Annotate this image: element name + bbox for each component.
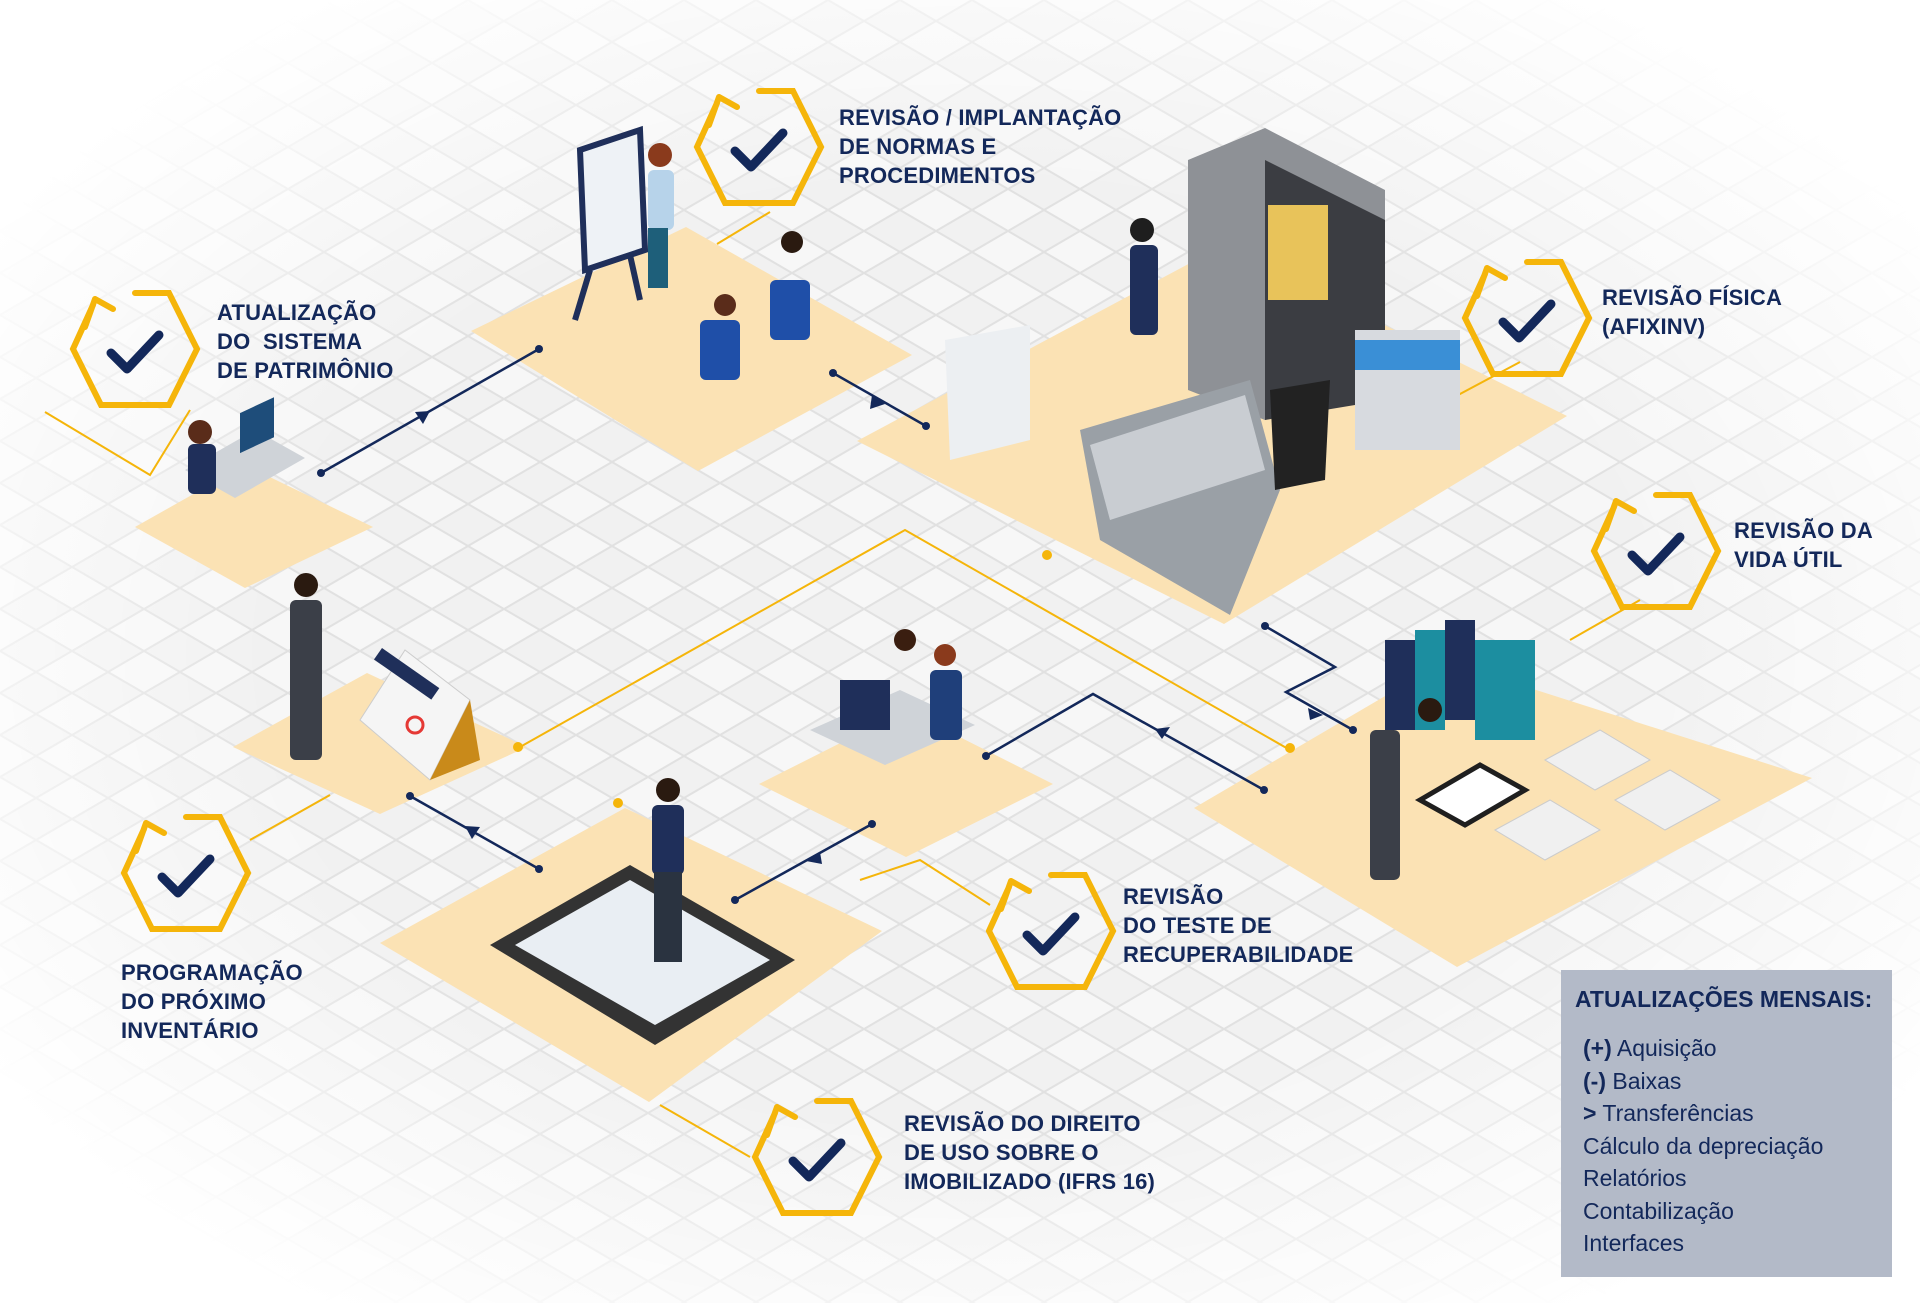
cycle-arrow-icon bbox=[69, 290, 201, 408]
binders-and-papers bbox=[1370, 620, 1722, 880]
hex-badge-vida-util bbox=[1590, 492, 1722, 610]
label-line: VIDA ÚTIL bbox=[1734, 547, 1843, 572]
step-label-recuperabilidade: REVISÃO DO TESTE DE RECUPERABILIDADE bbox=[1123, 882, 1354, 969]
item-text: Interfaces bbox=[1583, 1230, 1684, 1256]
hex-badge-sistema bbox=[69, 290, 201, 408]
cycle-arrow-icon bbox=[120, 814, 252, 932]
item-text: Aquisição bbox=[1611, 1035, 1717, 1061]
label-line: REVISÃO / IMPLANTAÇÃO bbox=[839, 105, 1122, 130]
tablet-with-person bbox=[490, 778, 795, 1045]
label-line: DO PRÓXIMO bbox=[121, 989, 267, 1014]
monthly-item: Interfaces bbox=[1575, 1227, 1892, 1260]
hex-badge-normas bbox=[693, 88, 825, 206]
label-line: DE USO SOBRE O bbox=[904, 1140, 1099, 1165]
step-label-normas: REVISÃO / IMPLANTAÇÃO DE NORMAS E PROCED… bbox=[839, 103, 1121, 190]
workstation-desk bbox=[185, 397, 305, 498]
label-line: DE PATRIMÔNIO bbox=[217, 358, 394, 383]
label-line: REVISÃO DA bbox=[1734, 518, 1873, 543]
label-line: REVISÃO bbox=[1123, 884, 1224, 909]
hex-badge-recuperabilidade bbox=[985, 872, 1117, 990]
item-prefix: (-) bbox=[1583, 1067, 1606, 1094]
label-line: DO SISTEMA bbox=[217, 329, 363, 354]
arrow-icon bbox=[1308, 708, 1323, 720]
arrow-icon bbox=[1155, 727, 1170, 739]
check-icon bbox=[730, 128, 788, 172]
cycle-arrow-icon bbox=[985, 872, 1117, 990]
label-line: PROCEDIMENTOS bbox=[839, 163, 1036, 188]
label-line: (AFIXINV) bbox=[1602, 314, 1706, 339]
office-furniture bbox=[945, 128, 1460, 615]
step-label-ifrs16: REVISÃO DO DIREITO DE USO SOBRE O IMOBIL… bbox=[904, 1109, 1155, 1196]
monthly-item: Relatórios bbox=[1575, 1162, 1892, 1195]
monthly-item: > Transferências bbox=[1575, 1097, 1892, 1130]
flipchart-meeting bbox=[572, 125, 810, 380]
platform-computer bbox=[759, 710, 1053, 857]
arrow-icon bbox=[415, 411, 430, 424]
arrow-icon bbox=[806, 852, 822, 864]
item-text: Contabilização bbox=[1583, 1197, 1734, 1224]
calendar-and-person bbox=[290, 573, 480, 781]
monthly-item: Contabilização bbox=[1575, 1195, 1892, 1228]
label-line: REVISÃO FÍSICA bbox=[1602, 285, 1783, 310]
label-line: ATUALIZAÇÃO bbox=[217, 300, 377, 325]
item-text: Cálculo da depreciação bbox=[1583, 1132, 1824, 1159]
label-line: IMOBILIZADO (IFRS 16) bbox=[904, 1169, 1156, 1194]
check-icon bbox=[1627, 532, 1685, 576]
platform-desk bbox=[135, 465, 373, 588]
platform-meeting bbox=[471, 227, 912, 471]
monthly-updates-title: ATUALIZAÇÕES MENSAIS: bbox=[1575, 986, 1873, 1012]
item-text: Baixas bbox=[1605, 1067, 1682, 1094]
arrow-heads bbox=[317, 345, 1357, 904]
label-line: RECUPERABILIDADE bbox=[1123, 942, 1354, 967]
label-line: REVISÃO DO DIREITO bbox=[904, 1111, 1141, 1136]
check-icon bbox=[157, 854, 215, 898]
computer-team bbox=[810, 629, 975, 765]
arrow-line bbox=[832, 371, 927, 428]
label-line: DE NORMAS E bbox=[839, 134, 997, 159]
cycle-arrow-icon bbox=[1461, 259, 1593, 377]
check-icon bbox=[788, 1138, 846, 1182]
check-icon bbox=[1022, 912, 1080, 956]
cycle-arrow-icon bbox=[1590, 492, 1722, 610]
label-line: DO TESTE DE bbox=[1123, 913, 1272, 938]
arrow-line bbox=[734, 822, 873, 902]
cycle-arrow-icon bbox=[693, 88, 825, 206]
arrow-icon bbox=[465, 826, 480, 839]
monthly-updates-panel: ATUALIZAÇÕES MENSAIS: (+) Aquisição (-) … bbox=[1561, 970, 1892, 1277]
check-icon bbox=[1498, 299, 1556, 343]
arrow-line bbox=[1264, 624, 1354, 732]
cycle-arrow-icon bbox=[751, 1098, 883, 1216]
step-label-vida-util: REVISÃO DA VIDA ÚTIL bbox=[1734, 516, 1873, 574]
arrow-line bbox=[985, 692, 1265, 792]
hex-badge-ifrs16 bbox=[751, 1098, 883, 1216]
label-line: INVENTÁRIO bbox=[121, 1018, 259, 1043]
label-line: PROGRAMAÇÃO bbox=[121, 960, 303, 985]
item-text: Relatórios bbox=[1583, 1165, 1687, 1191]
item-prefix: (+) bbox=[1583, 1035, 1612, 1061]
arrow-icon bbox=[870, 395, 885, 409]
check-icon bbox=[106, 330, 164, 374]
step-label-sistema: ATUALIZAÇÃO DO SISTEMA DE PATRIMÔNIO bbox=[217, 298, 394, 385]
platform-files bbox=[1194, 661, 1812, 967]
hex-badge-programacao bbox=[120, 814, 252, 932]
step-label-programacao: PROGRAMAÇÃO DO PRÓXIMO INVENTÁRIO bbox=[121, 958, 303, 1045]
step-label-fisica: REVISÃO FÍSICA (AFIXINV) bbox=[1602, 283, 1782, 341]
item-prefix: > bbox=[1583, 1100, 1597, 1126]
monthly-item: (-) Baixas bbox=[1575, 1065, 1892, 1098]
hex-badge-fisica bbox=[1461, 259, 1593, 377]
monthly-item: (+) Aquisição bbox=[1575, 1032, 1892, 1065]
item-text: Transferências bbox=[1596, 1100, 1754, 1126]
monthly-item: Cálculo da depreciação bbox=[1575, 1130, 1892, 1163]
